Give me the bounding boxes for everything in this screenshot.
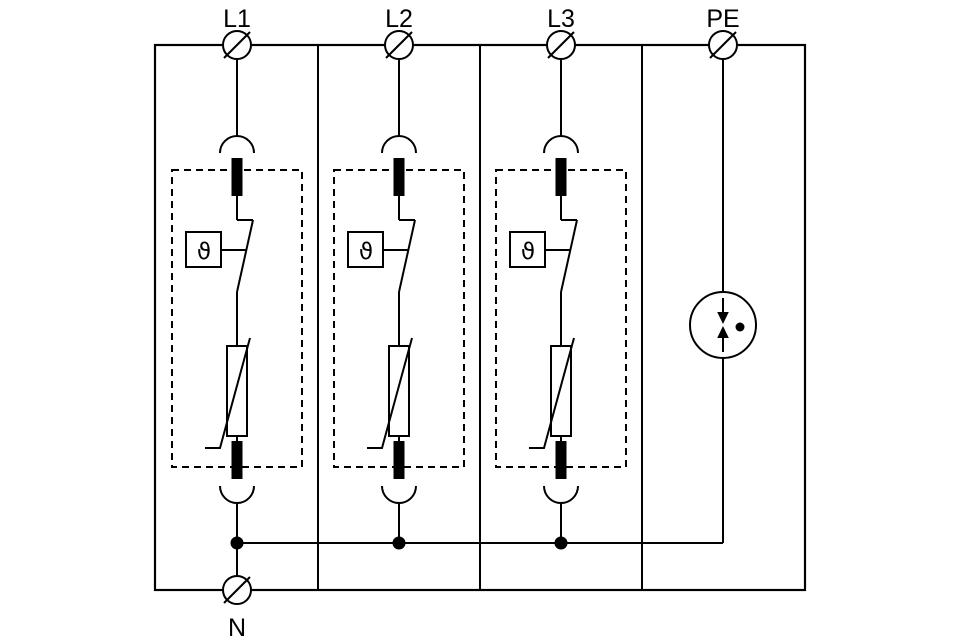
terminal-label-l2: L2 [385,5,413,33]
protection-module-l3 [495,58,627,551]
spark-gap-dot [735,322,745,332]
terminal-label-pe: PE [706,5,739,33]
spark-gap-icon [689,291,757,359]
protection-module-l1 [171,58,303,551]
terminal-label-n: N [228,614,246,640]
terminal-label-l3: L3 [547,5,575,33]
terminal-label-l1: L1 [223,5,251,33]
terminal-icon-n [222,575,252,605]
terminal-icon-l2 [384,30,414,60]
pe-spark-gap-branch [689,59,757,543]
terminal-icon-l3 [546,30,576,60]
terminal-icon-pe [708,30,738,60]
protection-module-l2 [333,58,465,551]
terminal-icon-l1 [222,30,252,60]
